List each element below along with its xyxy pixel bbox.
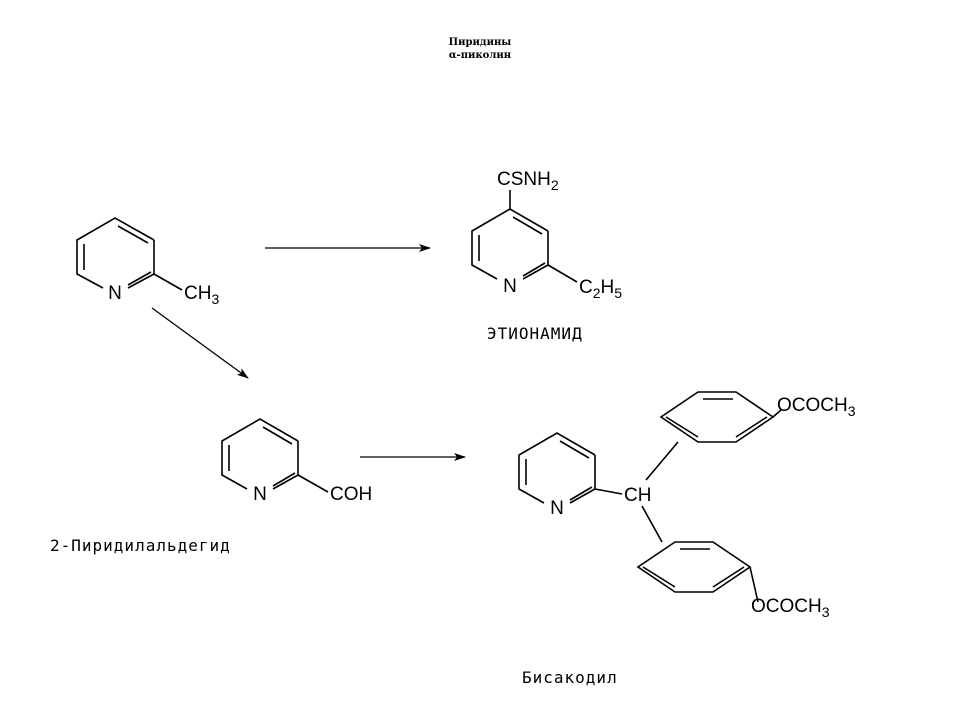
lower-ococh3-subscript: 3 (822, 604, 830, 620)
c2h5-subscript-1: 2 (593, 285, 601, 301)
ethionamide-csnh2-group: CSNH2 (497, 169, 559, 193)
aldehyde-coh-group: COH (330, 484, 372, 505)
ethionamide-structure (471, 190, 578, 283)
ch3-label: CH (184, 283, 211, 304)
bisacodyl-name: Бисакодил (522, 668, 618, 687)
csnh2-subscript: 2 (551, 177, 559, 193)
upper-ococh3-label: OCOCH (777, 395, 848, 416)
ethionamide-n-atom: N (503, 276, 517, 297)
ethionamide-name: ЭТИОНАМИД (487, 324, 583, 343)
c2h5-subscript-2: 5 (614, 285, 622, 301)
picoline-n-atom: N (108, 283, 122, 304)
diagram-header: Пиридины α-пиколин (0, 36, 960, 62)
bisacodyl-n-atom: N (550, 498, 564, 519)
picoline-ch3-group: CH3 (184, 283, 219, 307)
lower-ococh3-label: OCOCH (751, 596, 822, 617)
arrow-to-pyridinaldehyde (151, 307, 249, 379)
diagram-title: Пиридины (448, 37, 512, 48)
aldehyde-n-atom: N (253, 484, 267, 505)
c2h5-c-label: C (579, 277, 593, 298)
bisacodyl-lower-ococh3: OCOCH3 (751, 596, 830, 620)
pyridinaldehyde-name: 2-Пиридилальдегид (50, 536, 231, 555)
ch3-subscript: 3 (211, 291, 219, 307)
bisacodyl-upper-ococh3: OCOCH3 (777, 395, 856, 419)
csnh2-label: CSNH (497, 169, 551, 190)
c2h5-h-label: H (601, 277, 615, 298)
bisacodyl-structure (518, 391, 782, 603)
alpha-picoline-structure (76, 217, 183, 291)
bisacodyl-ch-center: CH (624, 485, 651, 506)
pyridinaldehyde-structure (221, 418, 329, 493)
ethionamide-c2h5-group: C2H5 (579, 277, 622, 301)
upper-ococh3-subscript: 3 (848, 403, 856, 419)
diagram-subtitle: α-пиколин (448, 50, 512, 61)
